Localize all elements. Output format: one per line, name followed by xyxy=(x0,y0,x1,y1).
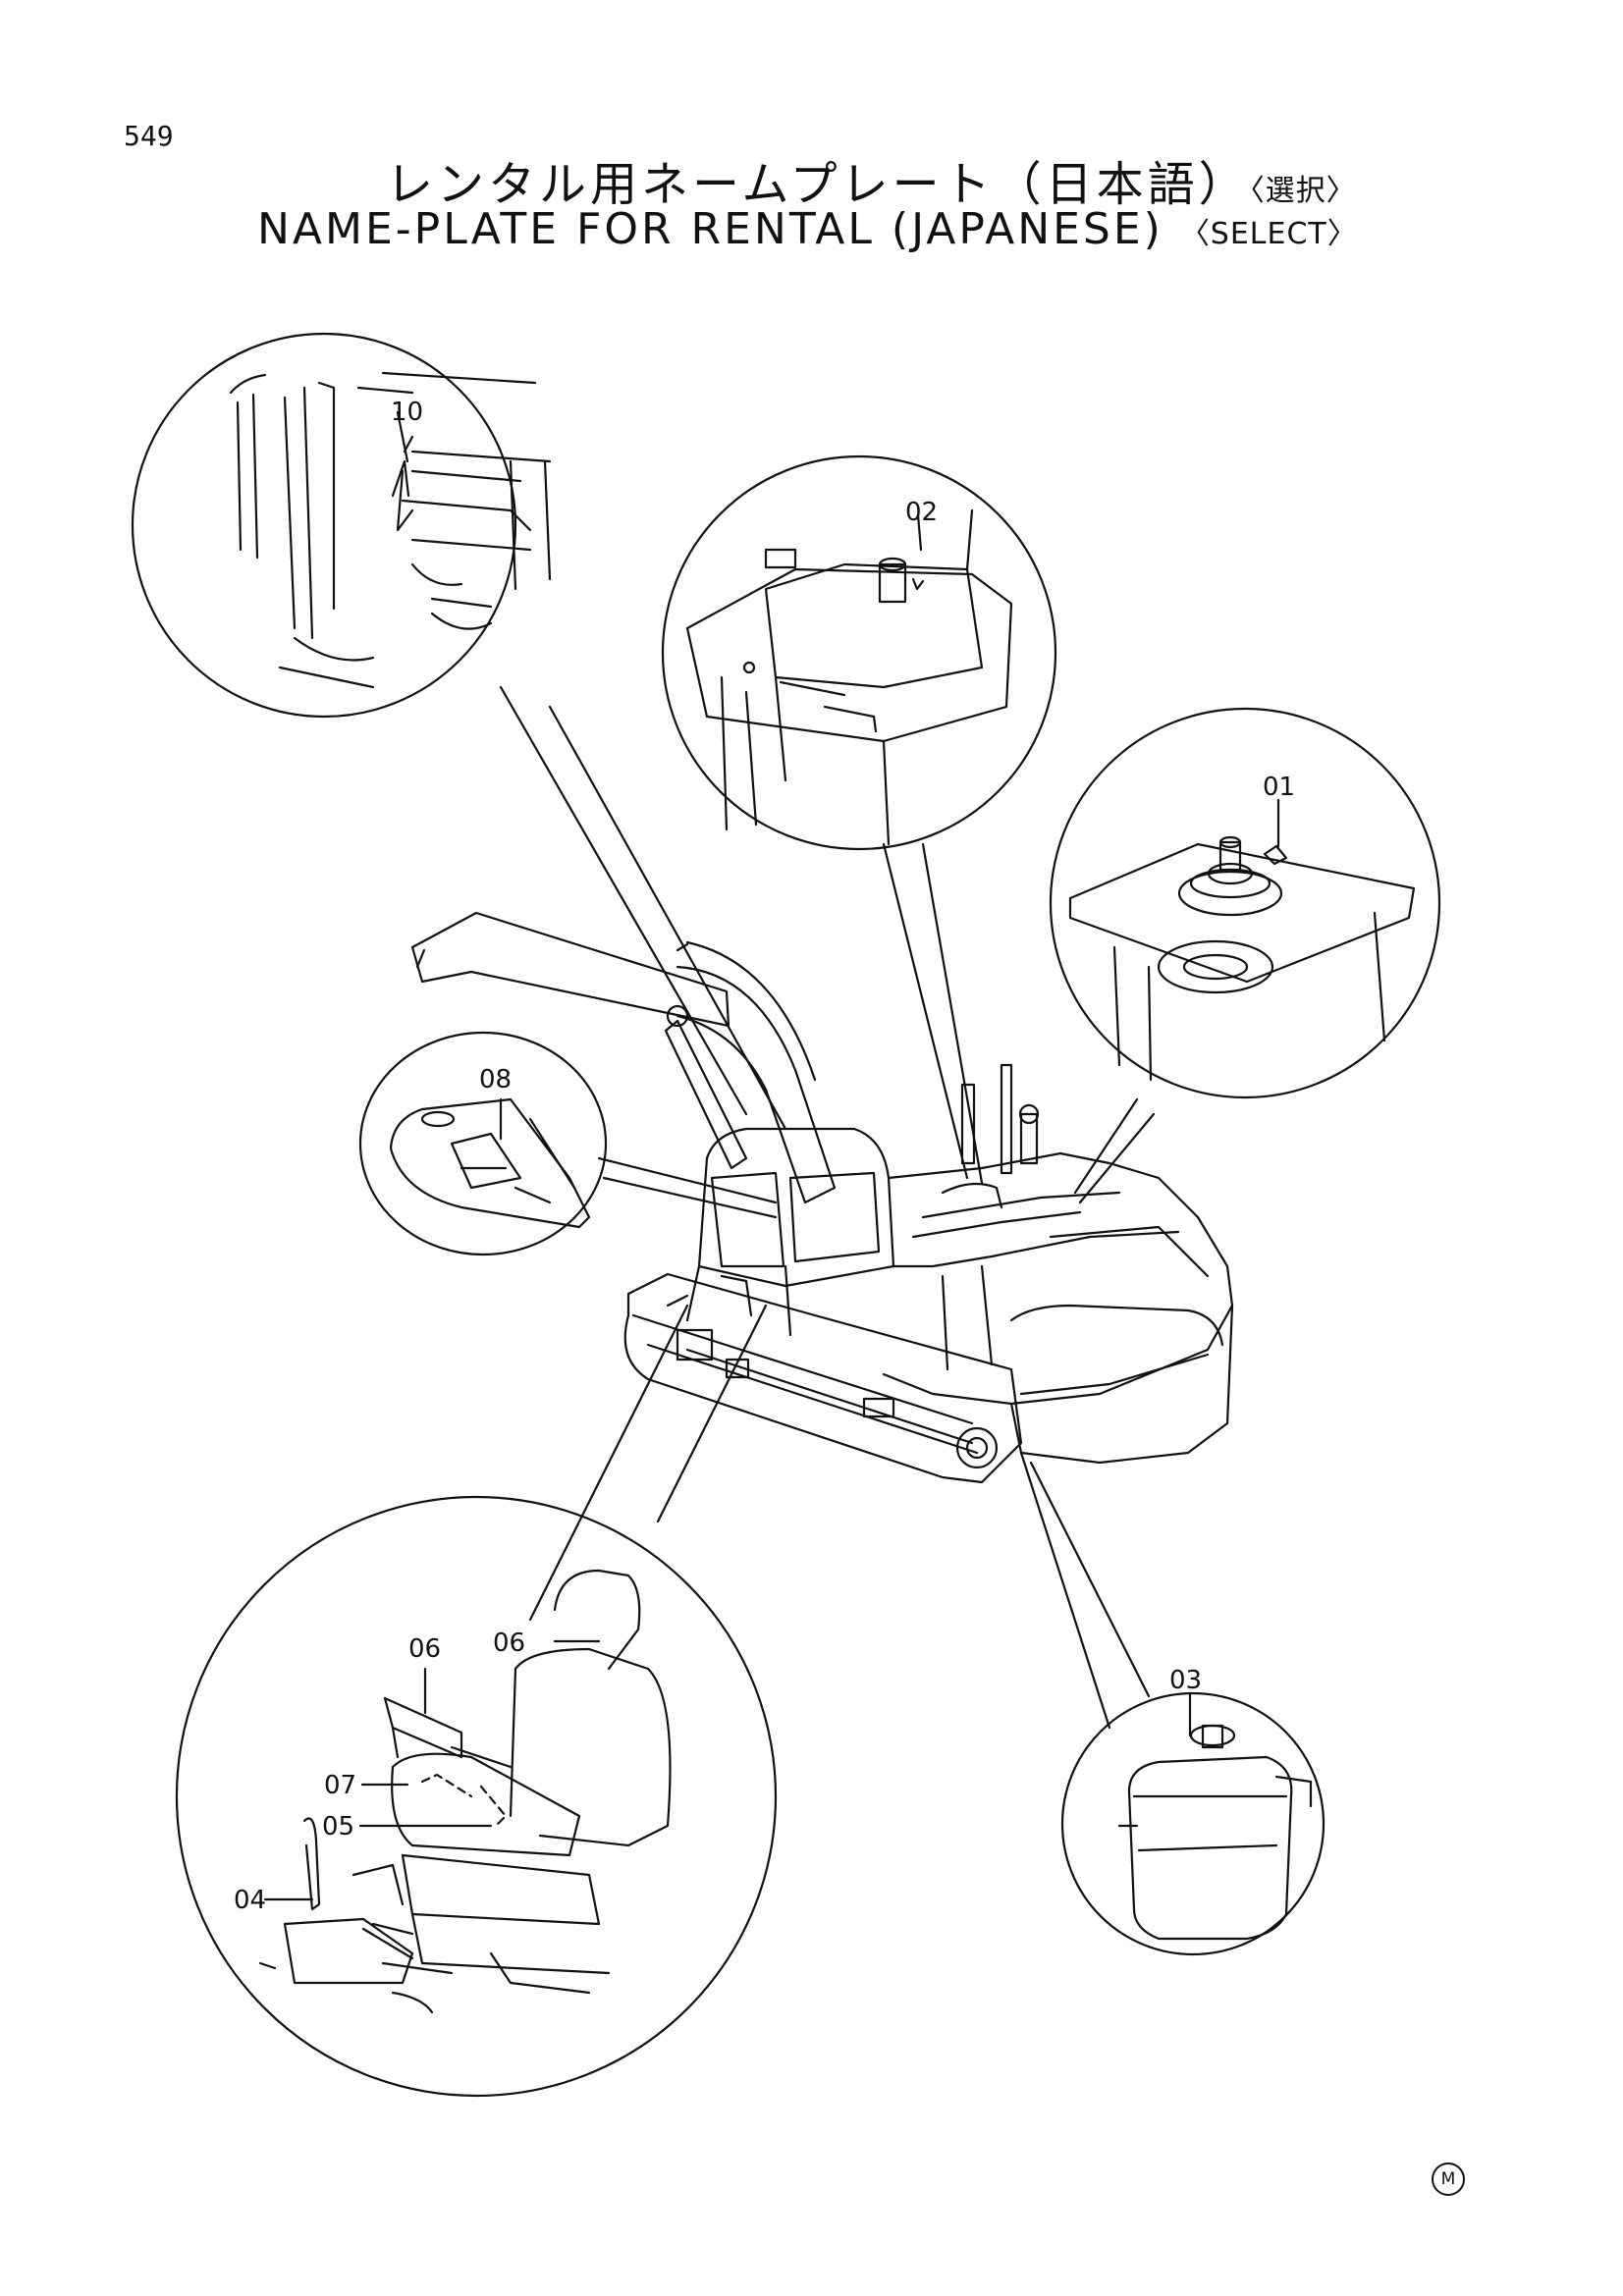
leader-line-03a xyxy=(1029,1461,1151,1698)
callout-02: 02 xyxy=(905,498,938,527)
leader-line-02b xyxy=(921,842,984,1185)
title-japanese-select: 〈選択〉 xyxy=(1249,174,1357,208)
detail-circle-02 xyxy=(661,454,1057,851)
leader-line-08a xyxy=(597,1156,778,1204)
callout-line-02 xyxy=(916,513,923,552)
title-english: NAME-PLATE FOR RENTAL (JAPANESE) 〈SELECT… xyxy=(257,204,1358,254)
leader-line-10b xyxy=(548,705,787,1131)
detail-circle-10 xyxy=(131,332,552,719)
callout-06-left: 06 xyxy=(408,1634,441,1664)
title-japanese-text: レンタル用ネームプレート（日本語） xyxy=(386,157,1250,212)
leader-line-seat-b xyxy=(656,1304,768,1523)
detail-circle-08 xyxy=(358,1031,608,1256)
m-mark-symbol: M xyxy=(1432,2163,1465,2196)
callout-06-right: 06 xyxy=(493,1629,525,1658)
hidden-line-05 xyxy=(479,1785,508,1828)
leader-line-02a xyxy=(882,842,969,1180)
callout-10: 10 xyxy=(391,398,423,427)
callout-line-10 xyxy=(403,435,414,454)
callout-03: 03 xyxy=(1169,1666,1202,1695)
callout-08: 08 xyxy=(479,1065,512,1095)
title-english-select: 〈SELECT〉 xyxy=(1179,217,1358,251)
callout-07: 07 xyxy=(324,1771,356,1800)
detail-circle-01 xyxy=(1049,707,1441,1099)
detail-circle-03 xyxy=(1060,1691,1325,1956)
callout-01: 01 xyxy=(1263,773,1295,802)
detail-circle-seat xyxy=(175,1495,778,2098)
leader-line-seat-a xyxy=(528,1304,689,1622)
leader-line-01b xyxy=(1078,1112,1156,1204)
callout-05: 05 xyxy=(322,1812,354,1842)
leader-line-08b xyxy=(602,1176,778,1219)
leader-line-03b xyxy=(1019,1451,1111,1730)
page-number: 549 xyxy=(124,120,174,152)
leader-line-10a xyxy=(499,685,748,1116)
excavator-illustration xyxy=(410,911,1234,1484)
leader-line-01a xyxy=(1073,1097,1139,1195)
title-english-text: NAME-PLATE FOR RENTAL (JAPANESE) xyxy=(257,204,1163,254)
title-japanese: レンタル用ネームプレート（日本語）〈選択〉 xyxy=(386,145,1357,214)
hidden-line-07 xyxy=(420,1773,473,1798)
callout-04: 04 xyxy=(234,1886,266,1915)
